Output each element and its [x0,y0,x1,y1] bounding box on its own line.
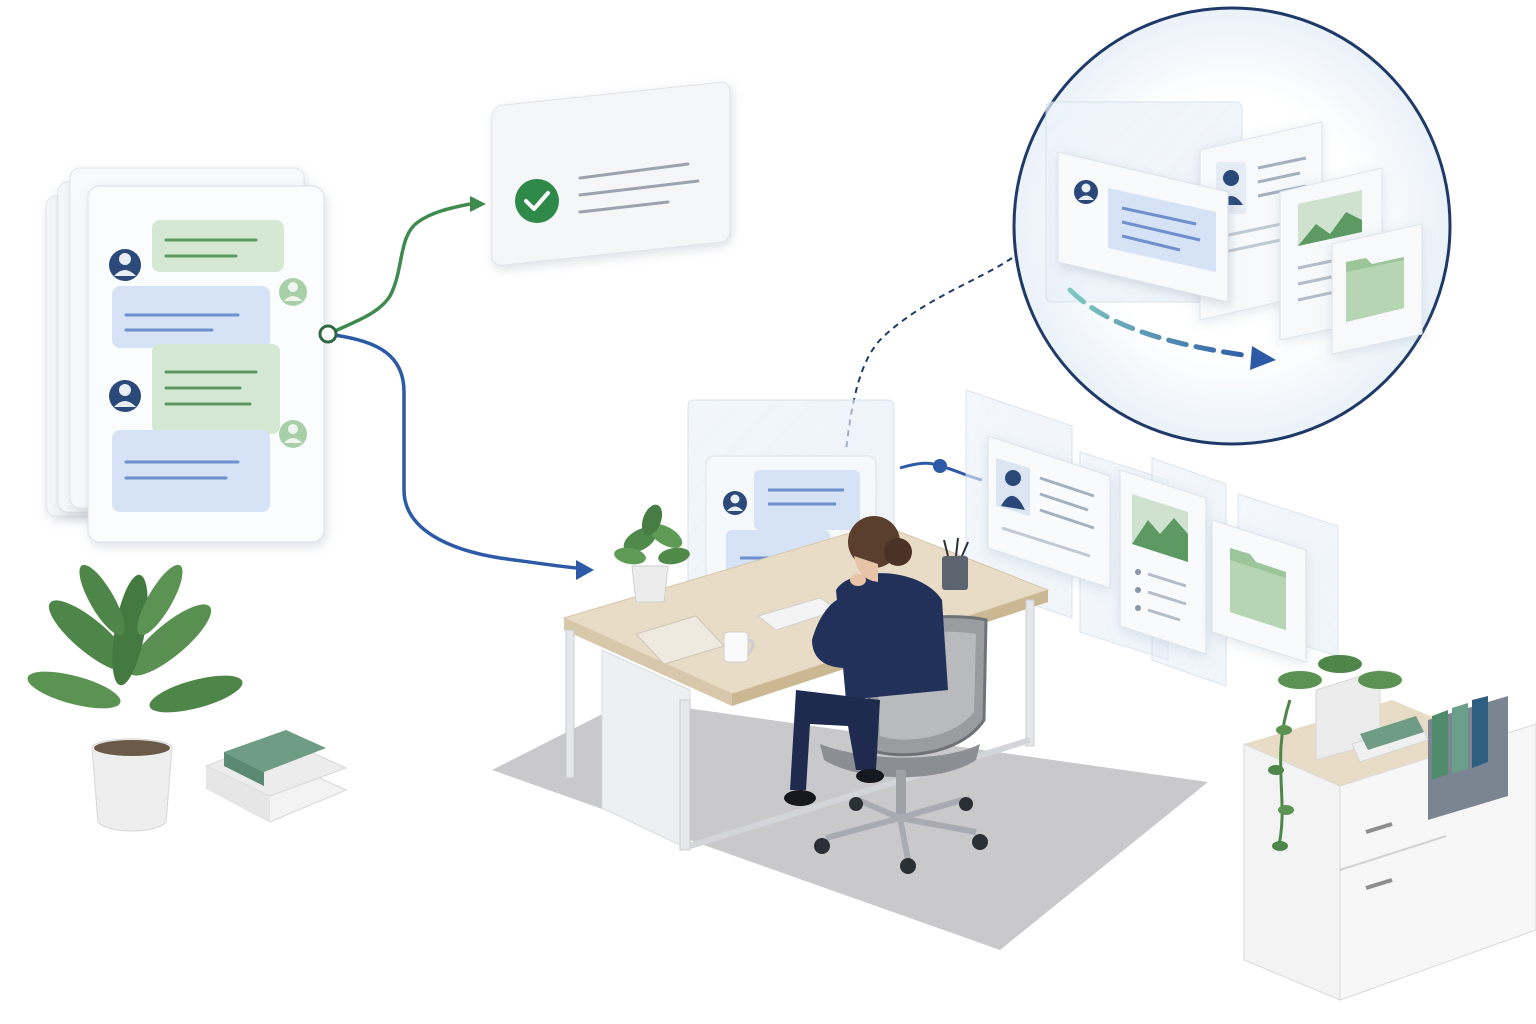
coffee-mug [723,631,755,663]
image-card [1119,469,1207,655]
profile-card [987,435,1111,589]
image-chart-icon [1132,494,1188,562]
zoom-detail-circle [845,6,1452,451]
transfer-arrow-line [1067,287,1253,359]
folder-icon [1346,257,1404,322]
chat-avatar-icon [109,380,141,412]
pen-holder [942,537,969,590]
magazine-holder [1428,696,1508,820]
zoom-connector-line [845,257,1013,451]
chat-bubble-blue [112,430,270,512]
chat-avatar-icon [279,278,307,306]
cabinet-books [1351,716,1429,763]
flow-arrows [318,196,594,580]
folder-icon [1230,548,1286,630]
person-at-desk [784,516,948,806]
desk-plant [614,504,690,603]
chat-bubble-green [152,220,284,272]
folder-card [1331,223,1423,355]
check-icon [515,179,559,223]
folder-card [1211,519,1307,663]
chat-avatar-icon [279,420,307,448]
branch-node [318,324,338,344]
blue-flow-line [327,332,577,570]
floor-plant [27,564,243,832]
arrow-icon [1250,346,1276,370]
chat-avatar-icon [1074,180,1098,204]
image-chart-icon [1298,190,1362,246]
book-stack [204,730,348,823]
person-icon [996,458,1030,516]
green-arrow-icon [470,196,486,212]
rug [492,700,1208,950]
connector-node [933,459,947,473]
chat-document-stack [45,167,325,543]
approved-card [491,81,731,266]
blue-arrow-icon [576,560,594,580]
green-flow-line [327,202,471,336]
chat-avatar-icon [109,249,141,281]
chat-avatar-icon [723,491,747,515]
chat-card [1057,151,1229,303]
chat-bubble-blue [112,286,270,348]
